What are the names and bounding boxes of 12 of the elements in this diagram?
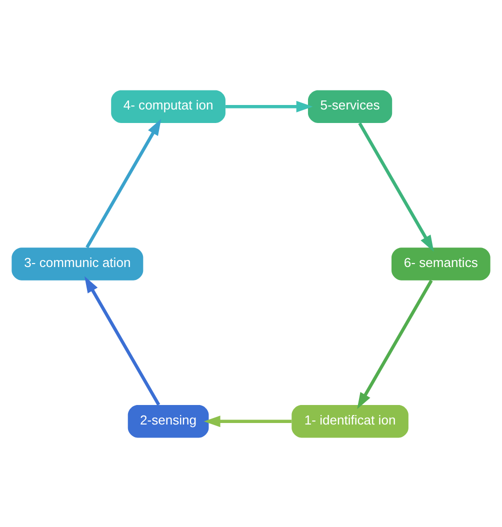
node-box: 6- semantics [392,247,490,280]
node-box: 5-services [308,90,392,122]
arrow [358,122,434,252]
node-box: 4- computat ion [111,90,226,122]
node-box: 1- identificat ion [292,404,408,438]
node-box: 3- communic ation [12,247,144,280]
arrow [357,279,433,409]
node-box: 2-sensing [128,404,209,438]
arrow [226,100,313,112]
arrow [86,118,162,248]
arrow [84,276,160,406]
arrow [204,415,292,427]
